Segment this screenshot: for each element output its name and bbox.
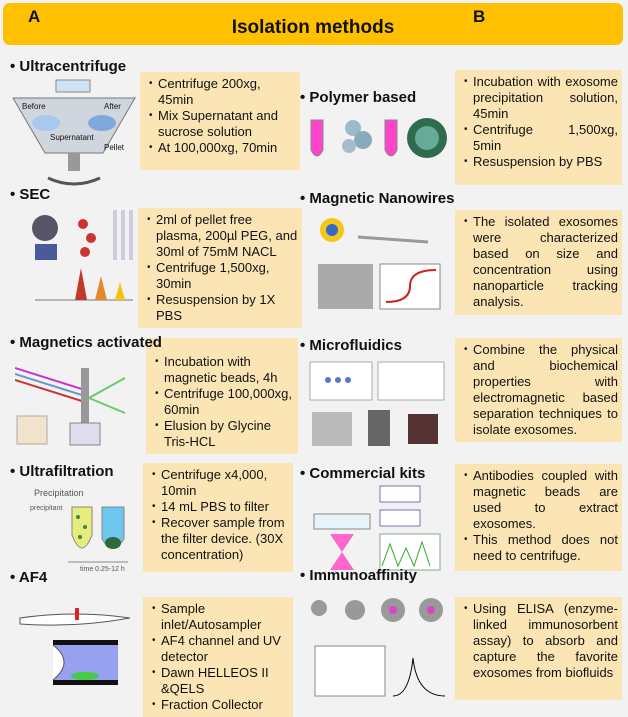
step: Centrifuge 200xg, 45min (149, 76, 296, 108)
af4-steps: Sample inlet/AutosamplerAF4 channel and … (143, 597, 293, 717)
polymer-based-figure (310, 118, 447, 158)
step: Dawn HELLEOS II &QELS (152, 665, 289, 697)
magnetics-activated-steps: Incubation with magnetic beads, 4hCentri… (146, 338, 298, 454)
panel-label-b: B (473, 7, 486, 26)
microfluidics-figure (309, 361, 445, 446)
magnetics-activated-figure (15, 367, 126, 446)
step: Fraction Collector (152, 697, 289, 713)
step: Antibodies coupled with magnetic beads a… (464, 468, 618, 532)
sec-figure (32, 210, 133, 301)
precipitant-label: precipitant (30, 505, 63, 512)
ultracentrifuge-steps: Centrifuge 200xg, 45minMix Supernatant a… (140, 72, 300, 170)
step: Using ELISA (enzyme-linked immunosorbent… (464, 601, 618, 681)
immunoaffinity-figure (311, 598, 446, 697)
commercial-kits-figure (313, 485, 441, 571)
method-title-ultracentrifuge: Ultracentrifuge (10, 58, 126, 75)
step: The isolated exosomes were characterized… (464, 214, 618, 310)
after-label: After (104, 102, 121, 111)
method-title-microfluidics: Microfluidics (300, 337, 402, 354)
method-title-af4: AF4 (10, 569, 47, 586)
precipitation-label: Precipitation (34, 488, 84, 498)
supernatant-label: Supernatant (50, 133, 94, 142)
page-title: Isolation methods (231, 17, 395, 38)
method-title-commercial-kits: Commercial kits (300, 465, 425, 482)
time-label: time 0.25-12 h (80, 566, 125, 573)
magnetic-nanowires-figure (318, 218, 441, 310)
method-title-sec: SEC (10, 186, 50, 203)
magnetic-nanowires-steps: The isolated exosomes were characterized… (455, 210, 622, 315)
step: Incubation with magnetic beads, 4h (155, 354, 294, 386)
immunoaffinity-steps: Using ELISA (enzyme-linked immunosorbent… (455, 597, 622, 700)
ultrafiltration-figure (68, 506, 128, 563)
step: This method does not need to centrifuge. (464, 532, 618, 564)
step: Incubation with exosome precipitation so… (464, 74, 618, 122)
step: Centrifuge 1,500xg, 30min (147, 260, 298, 292)
before-label: Before (22, 102, 46, 111)
method-title-magnetics-activated: Magnetics activated (10, 334, 162, 351)
header-bar: A B Isolation methods (3, 3, 623, 45)
method-title-ultrafiltration: Ultrafiltration (10, 463, 113, 480)
polymer-based-steps: Incubation with exosome precipitation so… (455, 70, 622, 185)
step: 2ml of pellet free plasma, 200µl PEG, an… (147, 212, 298, 260)
method-title-magnetic-nanowires: Magnetic Nanowires (300, 190, 454, 207)
step: Combine the physical and biochemical pro… (464, 342, 618, 438)
ultrafiltration-steps: Centrifuge x4,000, 10min14 mL PBS to fil… (143, 463, 293, 572)
step: Centrifuge 100,000xg, 60min (155, 386, 294, 418)
step: AF4 channel and UV detector (152, 633, 289, 665)
step: At 100,000xg, 70min (149, 140, 296, 156)
step: Elusion by Glycine Tris-HCL (155, 418, 294, 450)
commercial-kits-steps: Antibodies coupled with magnetic beads a… (455, 464, 622, 571)
step: 14 mL PBS to filter (152, 499, 289, 515)
af4-figure (19, 608, 131, 685)
method-title-polymer-based: Polymer based (300, 89, 416, 106)
method-title-immunoaffinity: Immunoaffinity (300, 567, 417, 584)
ultracentrifuge-figure (12, 79, 136, 186)
pellet-label: Pellet (104, 143, 125, 152)
step: Recover sample from the filter device. (… (152, 515, 289, 563)
step: Mix Supernatant and sucrose solution (149, 108, 296, 140)
microfluidics-steps: Combine the physical and biochemical pro… (455, 338, 622, 442)
step: Resuspension by PBS (464, 154, 618, 170)
step: Centrifuge x4,000, 10min (152, 467, 289, 499)
step: Centrifuge 1,500xg, 5min (464, 122, 618, 154)
sec-steps: 2ml of pellet free plasma, 200µl PEG, an… (138, 208, 302, 328)
panel-label-a: A (28, 7, 41, 26)
step: Sample inlet/Autosampler (152, 601, 289, 633)
step: Resuspension by 1X PBS (147, 292, 298, 324)
